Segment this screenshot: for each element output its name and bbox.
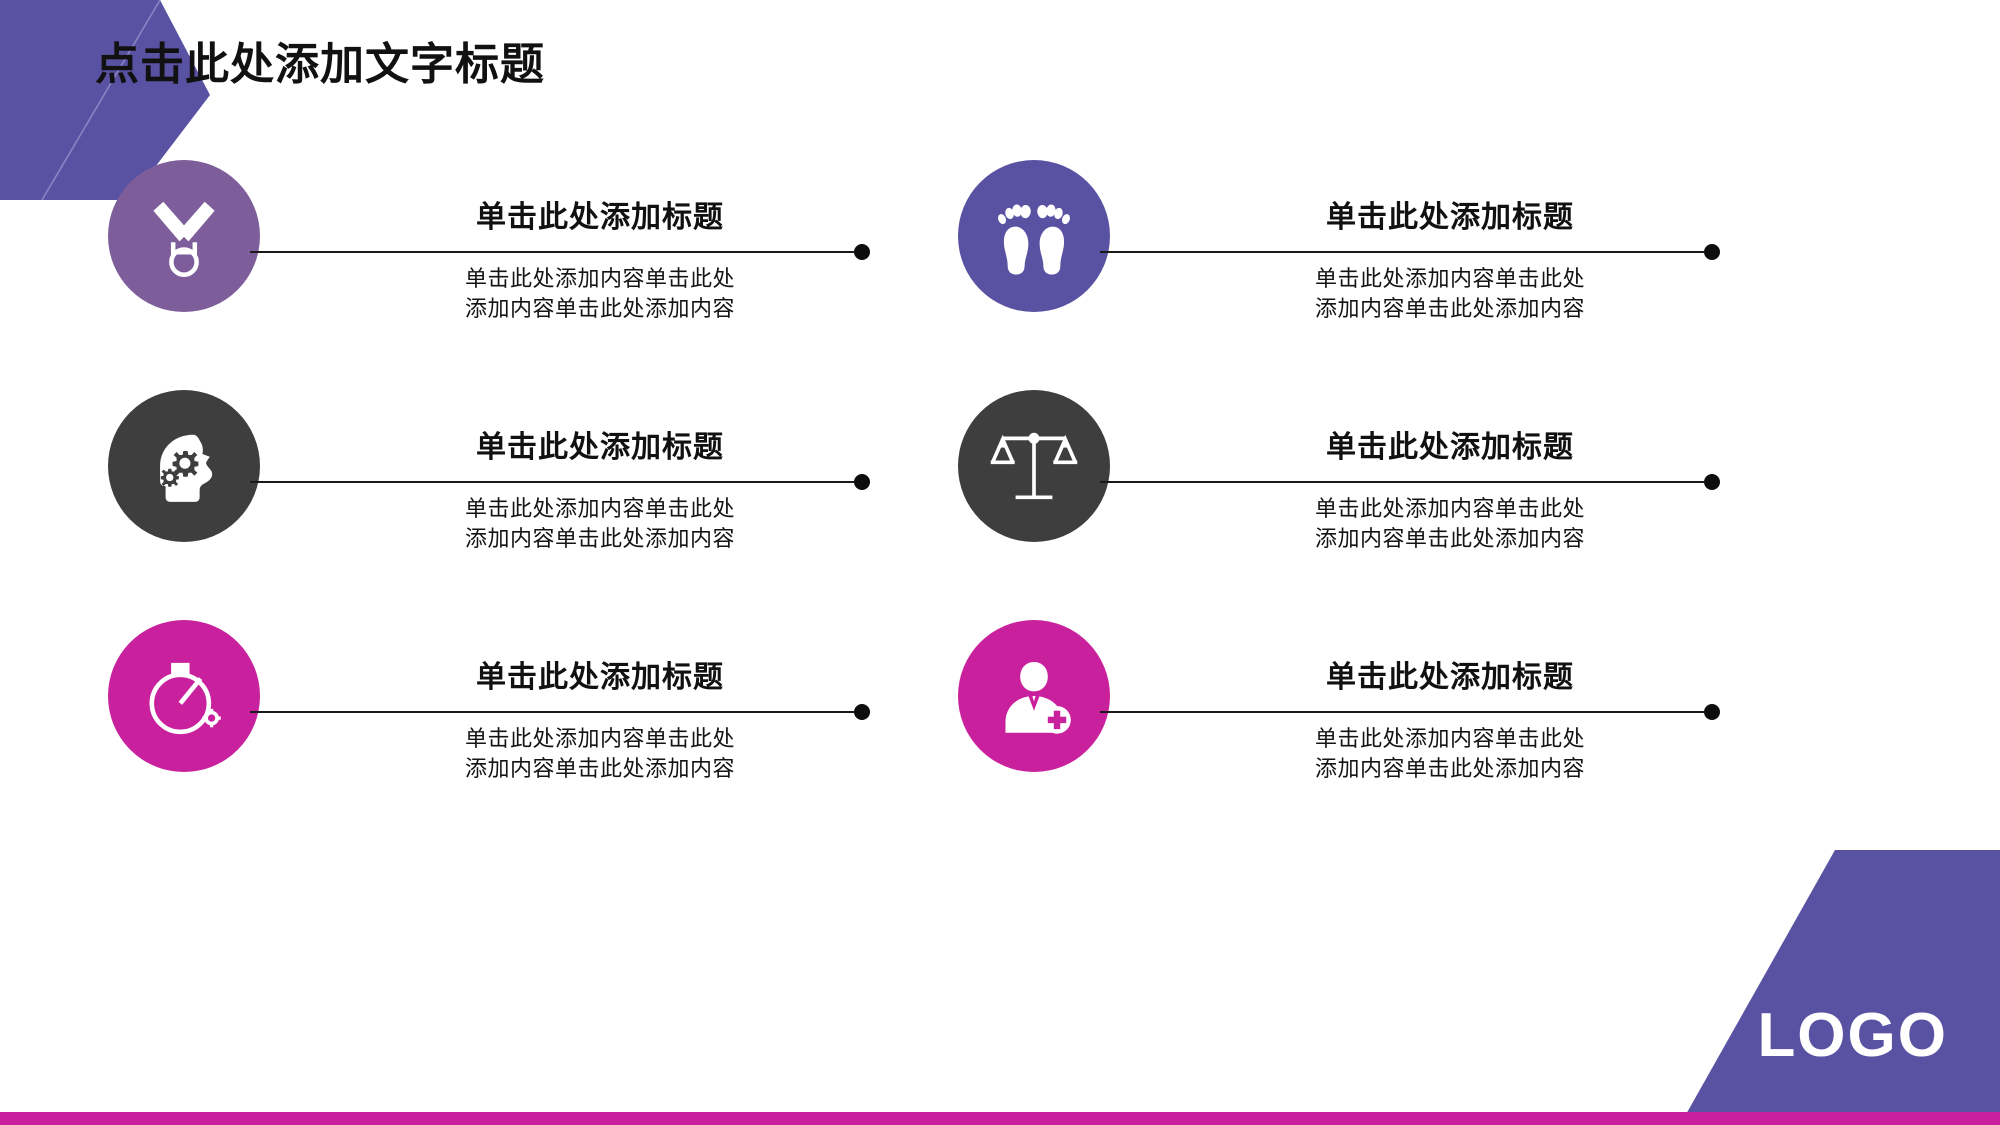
connector-rule xyxy=(1100,244,1720,260)
icon-circle[interactable] xyxy=(108,390,260,542)
bottom-accent-bar xyxy=(0,1112,2000,1125)
icon-circle[interactable] xyxy=(958,390,1110,542)
item-body-line-2: 添加内容单击此处添加内容 xyxy=(464,525,735,551)
item-card[interactable]: 单击此处添加标题 单击此处添加内容单击此处 添加内容单击此处添加内容 xyxy=(958,160,1748,390)
connector-rule xyxy=(250,704,870,720)
item-body-line-1: 单击此处添加内容单击此处 xyxy=(464,266,735,291)
rule-line xyxy=(250,251,854,253)
item-body-line-1: 单击此处添加内容单击此处 xyxy=(464,726,735,751)
icon-circle[interactable] xyxy=(108,160,260,312)
rule-line xyxy=(1100,711,1704,713)
item-title: 单击此处添加标题 xyxy=(1326,661,1574,694)
item-title: 单击此处添加标题 xyxy=(1326,201,1574,234)
rule-end-dot xyxy=(1704,704,1720,720)
item-body-line-1: 单击此处添加内容单击此处 xyxy=(464,496,735,521)
stopwatch-icon xyxy=(149,662,221,735)
head-gear-icon xyxy=(160,434,213,502)
items-grid: 单击此处添加标题 单击此处添加内容单击此处 添加内容单击此处添加内容 xyxy=(0,160,2000,850)
item-body: 单击此处添加内容单击此处 添加内容单击此处添加内容 xyxy=(320,264,880,323)
page-title: 点击此处添加文字标题 xyxy=(95,40,545,89)
doctor-plus-icon xyxy=(1005,661,1071,734)
rule-line xyxy=(250,711,854,713)
item-body-line-1: 单击此处添加内容单击此处 xyxy=(1314,266,1585,291)
item-body-line-2: 添加内容单击此处添加内容 xyxy=(1314,755,1585,781)
rule-end-dot xyxy=(1704,244,1720,260)
item-card[interactable]: 单击此处添加标题 单击此处添加内容单击此处 添加内容单击此处添加内容 xyxy=(108,390,898,620)
item-title: 单击此处添加标题 xyxy=(476,201,724,234)
item-body: 单击此处添加内容单击此处 添加内容单击此处添加内容 xyxy=(1170,494,1730,553)
item-card[interactable]: 单击此处添加标题 单击此处添加内容单击此处 添加内容单击此处添加内容 xyxy=(958,390,1748,620)
item-body-line-2: 添加内容单击此处添加内容 xyxy=(1314,295,1585,321)
rule-line xyxy=(1100,251,1704,253)
connector-rule xyxy=(250,244,870,260)
connector-rule xyxy=(1100,704,1720,720)
icon-circle[interactable] xyxy=(958,160,1110,312)
item-card[interactable]: 单击此处添加标题 单击此处添加内容单击此处 添加内容单击此处添加内容 xyxy=(958,620,1748,850)
item-body-line-1: 单击此处添加内容单击此处 xyxy=(1314,726,1585,751)
rule-end-dot xyxy=(854,244,870,260)
item-card[interactable]: 单击此处添加标题 单击此处添加内容单击此处 添加内容单击此处添加内容 xyxy=(108,160,898,390)
item-body: 单击此处添加内容单击此处 添加内容单击此处添加内容 xyxy=(1170,264,1730,323)
item-title: 单击此处添加标题 xyxy=(476,661,724,694)
item-body-line-1: 单击此处添加内容单击此处 xyxy=(1314,496,1585,521)
item-body-line-2: 添加内容单击此处添加内容 xyxy=(464,295,735,321)
icon-circle[interactable] xyxy=(958,620,1110,772)
rule-line xyxy=(1100,481,1704,483)
item-title: 单击此处添加标题 xyxy=(476,431,724,464)
connector-rule xyxy=(250,474,870,490)
rule-end-dot xyxy=(854,474,870,490)
logo-text: LOGO xyxy=(1757,1001,1948,1070)
item-body: 单击此处添加内容单击此处 添加内容单击此处添加内容 xyxy=(320,724,880,783)
item-body: 单击此处添加内容单击此处 添加内容单击此处添加内容 xyxy=(320,494,880,553)
rule-end-dot xyxy=(854,704,870,720)
footprints-icon xyxy=(998,204,1070,275)
rule-end-dot xyxy=(1704,474,1720,490)
item-body-line-2: 添加内容单击此处添加内容 xyxy=(464,755,735,781)
icon-circle[interactable] xyxy=(108,620,260,772)
item-body: 单击此处添加内容单击此处 添加内容单击此处添加内容 xyxy=(1170,724,1730,783)
medal-icon xyxy=(153,201,215,277)
connector-rule xyxy=(1100,474,1720,490)
item-card[interactable]: 单击此处添加标题 单击此处添加内容单击此处 添加内容单击此处添加内容 xyxy=(108,620,898,850)
item-title: 单击此处添加标题 xyxy=(1326,431,1574,464)
rule-line xyxy=(250,481,854,483)
item-body-line-2: 添加内容单击此处添加内容 xyxy=(1314,525,1585,551)
scales-icon xyxy=(990,432,1078,500)
